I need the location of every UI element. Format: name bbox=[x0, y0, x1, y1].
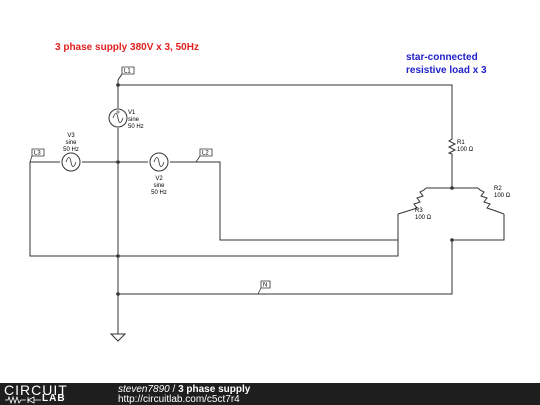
v2-name: V2 bbox=[155, 176, 163, 182]
wire-r3-down bbox=[118, 214, 399, 257]
v2-freq: 50 Hz bbox=[151, 190, 167, 196]
label-v2: V2 sine 50 Hz bbox=[151, 176, 167, 196]
circuitlab-logo[interactable]: CIRCUIT LAB bbox=[4, 382, 96, 404]
logo-text-circuit: CIRCUIT bbox=[4, 382, 68, 398]
label-v1: V1 sine 50 Hz bbox=[128, 110, 144, 130]
author-link[interactable]: steven7890 bbox=[118, 384, 170, 395]
v1-freq: 50 Hz bbox=[128, 124, 144, 130]
node-flag-n: N bbox=[257, 280, 271, 295]
label-r3: R3 100 Ω bbox=[415, 208, 432, 221]
wire-l3-down bbox=[29, 162, 118, 257]
logo-wave-icon bbox=[5, 396, 41, 404]
load-title-line1: star-connected bbox=[406, 52, 478, 63]
label-r1: R1 100 Ω bbox=[457, 140, 474, 153]
junction-dot bbox=[116, 254, 120, 258]
project-url[interactable]: http://circuitlab.com/c5ct7r4 bbox=[118, 394, 240, 405]
v1-type: sine bbox=[128, 117, 140, 123]
logo-text-lab: LAB bbox=[42, 393, 66, 404]
v1-name: V1 bbox=[128, 110, 136, 116]
author-line: steven7890 / 3 phase supply bbox=[118, 384, 250, 395]
v3-name: V3 bbox=[67, 133, 75, 139]
node-label-l1: L1 bbox=[124, 69, 131, 75]
load-title-line2: resistive load x 3 bbox=[406, 65, 487, 76]
v3-freq: 50 Hz bbox=[63, 147, 79, 153]
resistor-r1 bbox=[447, 136, 457, 156]
ground-symbol bbox=[109, 333, 127, 342]
node-label-n: N bbox=[263, 283, 267, 289]
junction-dot bbox=[116, 160, 120, 164]
wire-l1-to-r1 bbox=[118, 84, 453, 136]
node-label-l3: L3 bbox=[34, 151, 41, 157]
label-r2: R2 100 Ω bbox=[494, 186, 511, 199]
r3-name: R3 bbox=[415, 208, 423, 214]
junctions bbox=[116, 83, 454, 296]
wires bbox=[29, 80, 505, 334]
junction-dot bbox=[450, 186, 454, 190]
source-v1 bbox=[108, 108, 128, 128]
separator: / bbox=[169, 384, 179, 395]
r2-name: R2 bbox=[494, 186, 502, 192]
wire-r2-down bbox=[452, 214, 505, 241]
label-v3: V3 sine 50 Hz bbox=[63, 133, 79, 153]
node-flag-l3: L3 bbox=[29, 148, 45, 163]
footer-bar: CIRCUIT LAB steven7890 / 3 phase supply … bbox=[0, 382, 540, 405]
node-label-l2: L2 bbox=[202, 151, 209, 157]
junction-dot bbox=[116, 83, 120, 87]
resistor-r2 bbox=[477, 187, 505, 215]
junction-dot bbox=[450, 238, 454, 242]
source-v2 bbox=[149, 152, 169, 172]
resistor-r3 bbox=[397, 187, 427, 215]
r1-value: 100 Ω bbox=[457, 147, 474, 153]
r1-name: R1 bbox=[457, 140, 465, 146]
v2-type: sine bbox=[153, 183, 165, 189]
supply-title: 3 phase supply 380V x 3, 50Hz bbox=[55, 42, 199, 53]
junction-dot bbox=[116, 292, 120, 296]
source-v3 bbox=[61, 152, 81, 172]
wire-v2 bbox=[118, 161, 398, 241]
wire-star-neutral bbox=[118, 240, 453, 295]
r3-value: 100 Ω bbox=[415, 215, 432, 221]
circuit-schematic: L1 L3 L2 N V1 sine 50 Hz V2 sine 50 Hz V… bbox=[29, 42, 511, 342]
node-flag-l1: L1 bbox=[117, 66, 135, 81]
v3-type: sine bbox=[65, 140, 77, 146]
r2-value: 100 Ω bbox=[494, 193, 511, 199]
node-flag-l2: L2 bbox=[195, 148, 213, 163]
project-title[interactable]: 3 phase supply bbox=[178, 384, 251, 395]
